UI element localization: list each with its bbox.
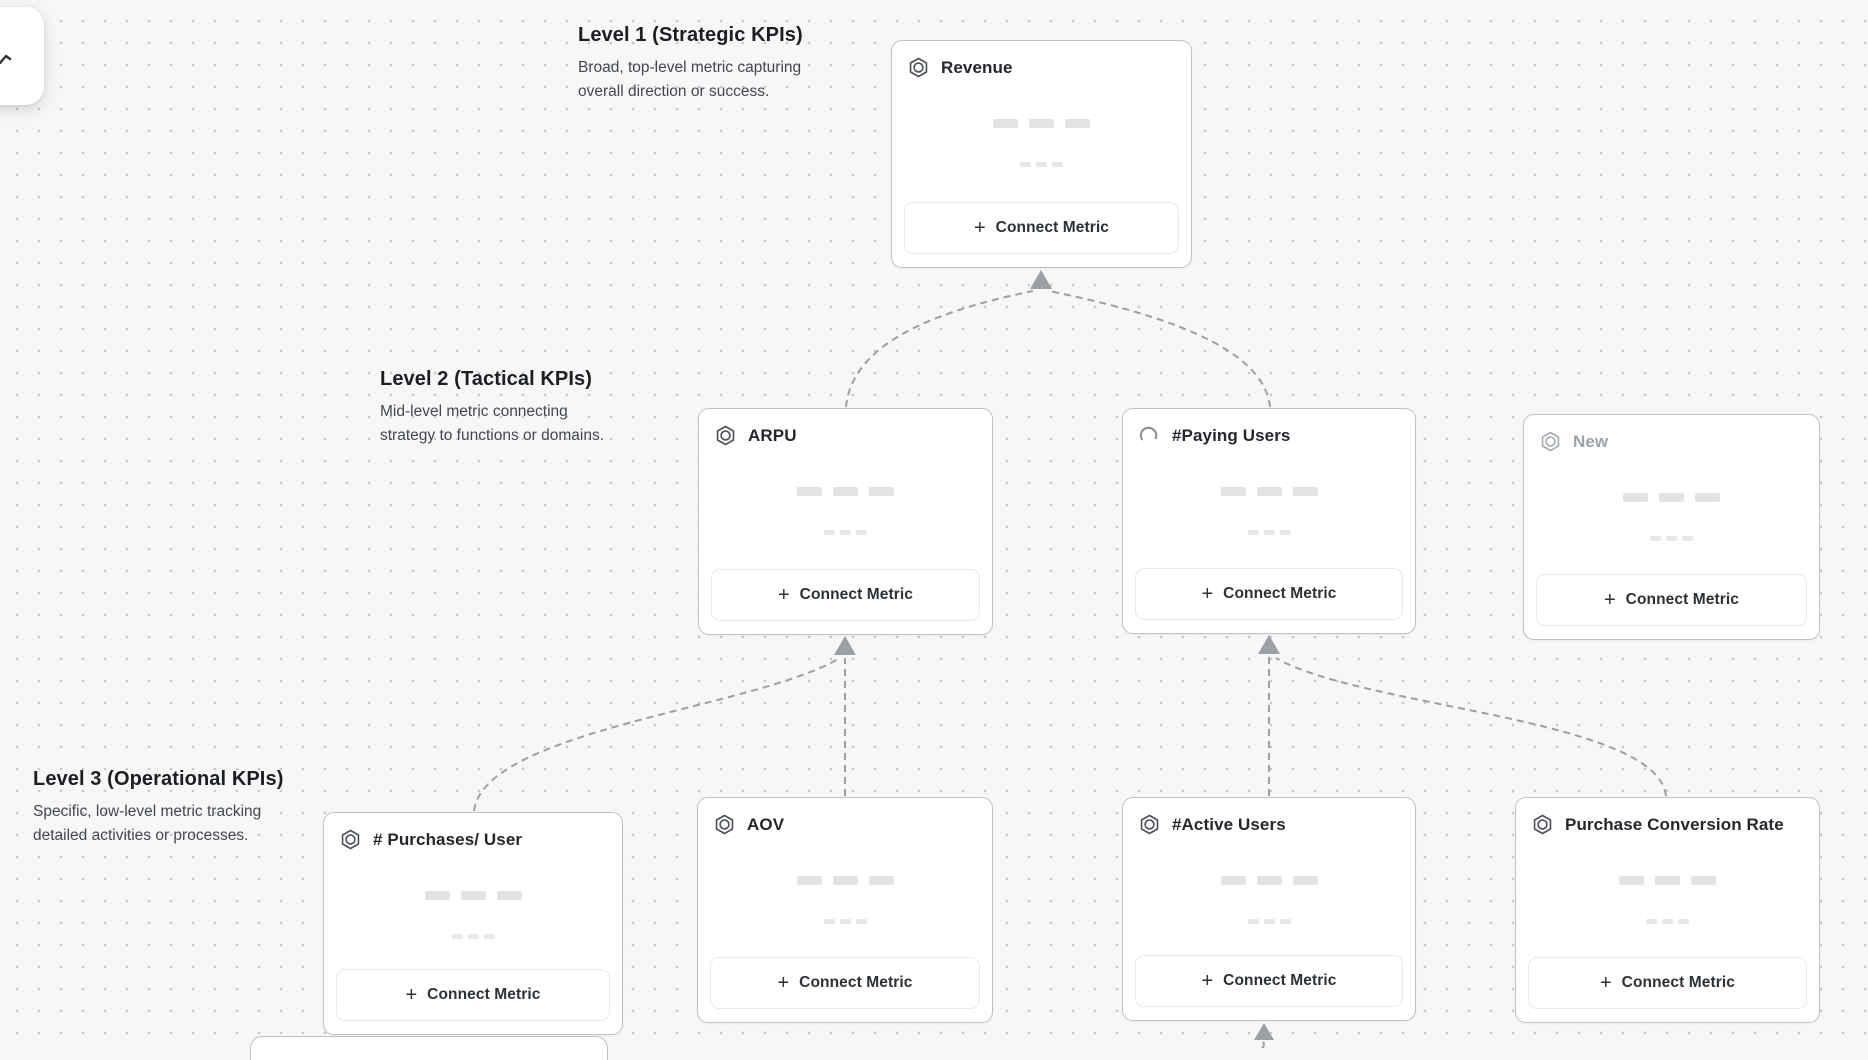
plus-icon: + [1201,582,1214,605]
connect-metric-button[interactable]: + Connect Metric [1135,568,1403,620]
metric-detail-placeholder [698,919,992,924]
metric-value-placeholder [892,119,1191,128]
level-1-description: Broad, top-level metric capturing overal… [578,59,802,100]
metric-value-placeholder [1516,876,1819,885]
card-header: #Paying Users [1138,424,1403,447]
card-header: New [1539,430,1807,453]
metric-value-placeholder [699,487,992,496]
arrowhead-payingusers [1258,635,1280,654]
metric-card-arpu[interactable]: ARPU + Connect Metric [698,408,993,635]
card-header: # Purchases/ User [339,828,610,851]
connect-metric-button[interactable]: + Connect Metric [1536,574,1807,626]
level-3-title: Level 3 (Operational KPIs) [33,768,284,790]
level-2-title: Level 2 (Tactical KPIs) [380,368,593,390]
connector-below-activeusers [1261,1039,1265,1048]
card-header: Purchase Conversion Rate [1531,813,1807,836]
level-3-label: Level 3 (Operational KPIs) Specific, low… [33,768,293,848]
arrowhead-activeusers [1254,1023,1274,1040]
connect-metric-button[interactable]: + Connect Metric [710,957,980,1009]
card-title: #Active Users [1172,814,1286,834]
level-1-title: Level 1 (Strategic KPIs) [578,24,803,46]
metric-value-placeholder [1524,493,1819,502]
metric-value-placeholder [1123,876,1415,885]
spinner-icon [1138,424,1161,447]
connect-metric-label: Connect Metric [1223,972,1337,989]
connector-pcr-to-payingusers [1275,657,1667,797]
connect-metric-label: Connect Metric [1621,974,1736,991]
hexagon-target-icon [907,56,930,79]
plus-icon: + [777,971,790,994]
hexagon-target-icon [713,813,736,836]
plus-icon: + [405,983,418,1006]
connect-metric-button[interactable]: + Connect Metric [336,969,610,1021]
connector-arpu-to-revenue [845,290,1034,408]
hexagon-target-icon [339,828,362,851]
card-title: #Paying Users [1172,425,1291,445]
card-title: AOV [747,814,785,834]
metric-detail-placeholder [1524,536,1819,541]
metric-detail-placeholder [1123,919,1415,924]
card-title: Revenue [941,57,1013,77]
cursor-tool-icon [0,54,12,65]
connect-metric-button[interactable]: + Connect Metric [711,569,980,621]
metric-card-aov[interactable]: AOV + Connect Metric [697,797,993,1023]
card-header: Revenue [907,56,1179,79]
metric-detail-placeholder [1516,919,1819,924]
connect-metric-label: Connect Metric [799,586,914,603]
metric-card-active-users[interactable]: #Active Users + Connect Metric [1122,797,1416,1021]
hexagon-target-icon [1531,813,1554,836]
connect-metric-button[interactable]: + Connect Metric [1135,955,1403,1007]
metric-value-placeholder [698,876,992,885]
arrowhead-arpu [834,636,856,655]
connect-metric-label: Connect Metric [995,219,1110,236]
plus-icon: + [777,583,790,606]
metric-card-purchase-conversion-rate[interactable]: Purchase Conversion Rate + Connect Metri… [1515,797,1820,1023]
metric-card-new[interactable]: New + Connect Metric [1523,414,1820,640]
metric-detail-placeholder [892,162,1191,167]
card-header: #Active Users [1138,813,1403,836]
hexagon-target-icon [1138,813,1161,836]
metric-card-partial[interactable] [250,1036,608,1060]
connect-metric-label: Connect Metric [1223,585,1337,602]
card-header: ARPU [714,424,980,447]
level-2-label: Level 2 (Tactical KPIs) Mid-level metric… [380,368,625,448]
card-title: ARPU [748,425,797,445]
plus-icon: + [1599,971,1612,994]
plus-icon: + [1603,588,1616,611]
card-title: New [1573,431,1609,451]
cursor-tool-button[interactable] [0,7,44,105]
connect-metric-button[interactable]: + Connect Metric [1528,957,1807,1009]
plus-icon: + [1201,969,1214,992]
metric-detail-placeholder [699,530,992,535]
arrowhead-revenue [1030,270,1052,289]
metric-card-purchases-per-user[interactable]: # Purchases/ User + Connect Metric [323,812,623,1035]
metric-card-revenue[interactable]: Revenue + Connect Metric [891,40,1192,268]
level-3-description: Specific, low-level metric tracking deta… [33,803,262,844]
card-title: # Purchases/ User [373,829,523,849]
metric-detail-placeholder [324,934,622,939]
connect-metric-label: Connect Metric [1625,591,1740,608]
connector-payingusers-to-revenue [1048,290,1271,408]
metric-detail-placeholder [1123,530,1415,535]
connect-metric-label: Connect Metric [799,974,913,991]
card-header: AOV [713,813,980,836]
metric-value-placeholder [1123,487,1415,496]
hexagon-target-icon [1539,430,1562,453]
plus-icon: + [973,216,986,239]
metric-value-placeholder [324,891,622,900]
level-2-description: Mid-level metric connecting strategy to … [380,403,605,444]
connect-metric-label: Connect Metric [427,986,541,1003]
level-1-label: Level 1 (Strategic KPIs) Broad, top-leve… [578,24,828,104]
metric-card-paying-users[interactable]: #Paying Users + Connect Metric [1122,408,1416,634]
connector-purchases-to-arpu [473,658,839,812]
card-title: Purchase Conversion Rate [1565,814,1784,834]
connect-metric-button[interactable]: + Connect Metric [904,202,1179,254]
hexagon-target-icon [714,424,737,447]
